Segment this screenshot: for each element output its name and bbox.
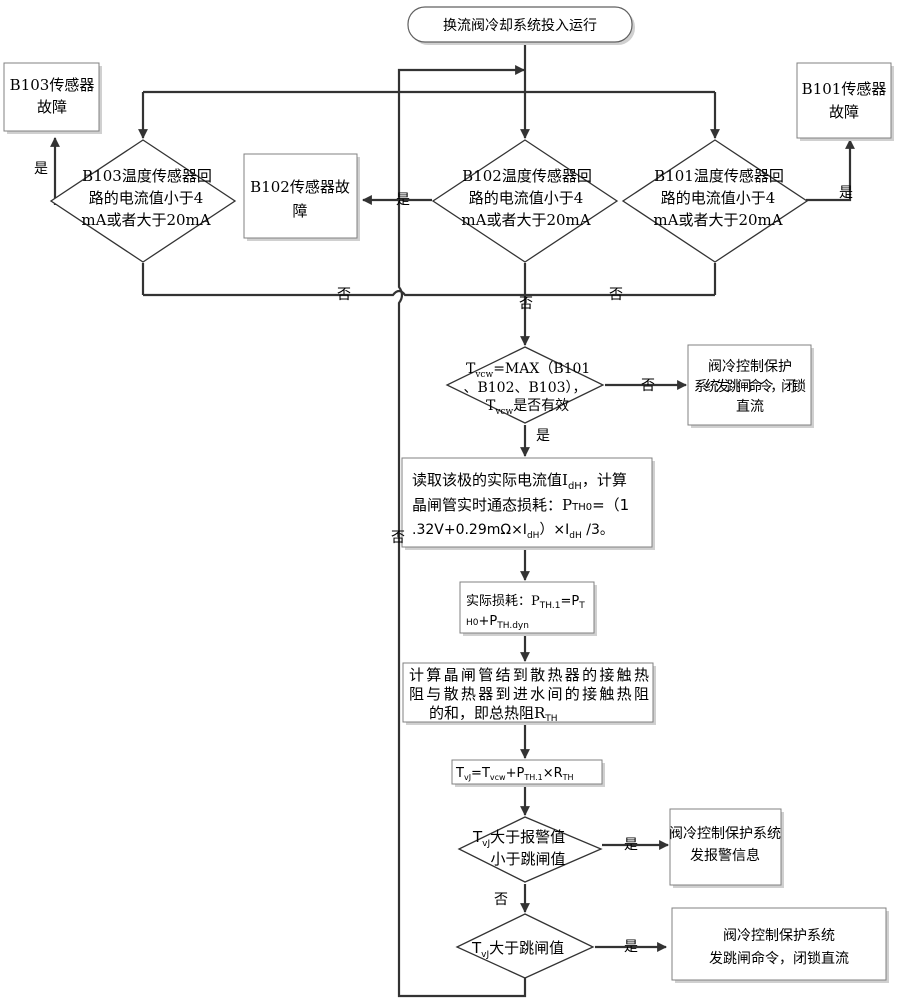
decision-trip-text: TvJ大于跳闸值 [471, 939, 564, 960]
actual-loss-box [459, 581, 595, 634]
decision-b101-line2: 路的电流值小于4 [661, 189, 776, 207]
decision-b102-line3: mA或者大于20mA [461, 211, 590, 229]
tvj-formula-text: TvJ=Tvcw+PTH.1×RTH [455, 766, 574, 782]
actual-loss-node: 实际损耗：PTH.1=PT H0+PTH.dyn [459, 581, 597, 636]
alarm-box-node: 阀冷控制保护系统 发报警信息 [669, 808, 784, 888]
decision-alarm: TvJ大于报警值 小于跳闸值 [457, 816, 603, 883]
alarm-line2: 发报警信息 [690, 847, 760, 864]
trip-block-1-line1: 阀冷控制保护 [708, 359, 792, 375]
tvj-formula-box [451, 759, 603, 785]
decision-tvcw: Tvcw=MAX（B101 、B102、B103）， Tvcw是否有效 [445, 346, 605, 424]
label-b102-no: 否 [519, 296, 533, 312]
decision-b102: B102温度传感器回 路的电流值小于4 mA或者大于20mA [431, 139, 619, 263]
fault-b101-line1: B101传感器 [802, 80, 887, 98]
trip-block-2-line1: 阀冷控制保护系统 [723, 928, 835, 944]
decision-b103: B103温度传感器回 路的电流值小于4 mA或者大于20mA [49, 139, 237, 263]
read-current-line1: 读取该极的实际电流值IdH，计算 [412, 471, 627, 492]
label-alarm-yes: 是 [624, 837, 638, 853]
fault-b103-line1: B103传感器 [10, 76, 95, 94]
trip-block-box-2-node: 阀冷控制保护系统 发跳闸命令，闭锁直流 [671, 907, 889, 983]
thermal-res-box [402, 662, 654, 723]
label-b102-yes: 是 [396, 192, 410, 208]
alarm-box [669, 808, 782, 886]
arrow-b101-yes [806, 139, 855, 202]
thermal-res-node: 计算晶闸管结到散热器的接触热 阻与散热器到进水间的接触热阻 的和，即总热阻RTH [402, 662, 656, 725]
decision-trip: TvJ大于跳闸值 [455, 913, 595, 979]
read-current-box [401, 457, 653, 548]
alarm-line1: 阀冷控制保护系统 [669, 826, 781, 842]
fault-b101-box [796, 62, 892, 139]
fault-b102-line1: B102传感器故 [250, 178, 350, 196]
trip-block-box-1 [687, 344, 812, 426]
label-alarm-no: 否 [494, 892, 508, 908]
feedback-loop [397, 65, 527, 998]
decision-b102-line1: B102温度传感器回 [462, 167, 592, 185]
label-tvcw-no: 否 [641, 378, 655, 394]
read-current-line3: .32V+0.29mΩ×IdH）×IdH /3。 [412, 522, 614, 541]
start-label: 换流阀冷却系统投入运行 [443, 17, 597, 34]
label-b101-no: 否 [609, 287, 623, 303]
actual-loss-line1: 实际损耗：PTH.1=PT [466, 594, 585, 611]
decision-b102-line2: 路的电流值小于4 [469, 189, 584, 207]
decision-b103-line2: 路的电流值小于4 [89, 189, 204, 207]
decision-b103-line1: B103温度传感器回 [82, 167, 212, 185]
fault-b103-node: B103传感器 故障 [3, 62, 102, 134]
fault-b103-box [3, 62, 100, 132]
trip-block-1-line2: 系统发跳闸命令，闭锁 [694, 378, 806, 395]
fault-b102-node: B102传感器故 障 [243, 153, 360, 241]
decision-b103-line3: mA或者大于20mA [81, 211, 210, 229]
trip-block-box-2 [671, 907, 887, 981]
actual-loss-line2: H0+PTH.dyn [466, 614, 529, 631]
trip-block-box-1-node: 阀冷控制保护 系统发跳闸命令，闭锁 直流 [687, 344, 814, 428]
fault-b101-node: B101传感器 故障 [796, 62, 894, 141]
read-current-line2: 晶闸管实时通态损耗：PTH0=（1 [412, 496, 629, 514]
connectors [50, 44, 855, 998]
trip-block-1-line3: 直流 [736, 398, 764, 415]
read-current-node: 读取该极的实际电流值IdH，计算 晶闸管实时通态损耗：PTH0=（1 .32V+… [401, 457, 655, 550]
label-b103-no: 否 [337, 287, 351, 303]
decision-alarm-line2: 小于跳闸值 [490, 850, 565, 868]
decision-alarm-line1: TvJ大于报警值 [472, 828, 565, 849]
branch-labels: 是 是 是 否 否 否 否 是 否 是 否 是 [34, 161, 853, 955]
label-b101-yes: 是 [839, 185, 853, 201]
fault-b102-box [243, 153, 358, 239]
fault-b101-line2: 故障 [829, 103, 859, 121]
start-node: 换流阀冷却系统投入运行 [407, 6, 635, 45]
label-trip-yes: 是 [624, 939, 638, 955]
decision-tvcw-line3: Tvcw是否有效 [486, 398, 569, 417]
thermal-res-line3: 的和，即总热阻RTH [429, 704, 558, 724]
label-b103-yes: 是 [34, 161, 48, 177]
label-loop-no: 否 [391, 530, 405, 546]
decision-b101: B101温度传感器回 路的电流值小于4 mA或者大于20mA [621, 139, 809, 263]
fault-b102-line2: 障 [292, 202, 307, 220]
decision-tvcw-line1: Tvcw=MAX（B101 [466, 361, 590, 380]
decision-b101-line1: B101温度传感器回 [654, 167, 784, 185]
label-tvcw-yes: 是 [536, 428, 550, 444]
decision-tvcw-line2: 、B102、B103）， [463, 380, 586, 396]
decision-b101-line3: mA或者大于20mA [653, 211, 782, 229]
tvj-formula-node: TvJ=Tvcw+PTH.1×RTH [451, 759, 605, 787]
bus-bottom-line [143, 289, 715, 297]
fault-b103-line2: 故障 [37, 98, 67, 116]
trip-block-2-line2: 发跳闸命令，闭锁直流 [709, 950, 849, 967]
start-box [407, 6, 633, 43]
